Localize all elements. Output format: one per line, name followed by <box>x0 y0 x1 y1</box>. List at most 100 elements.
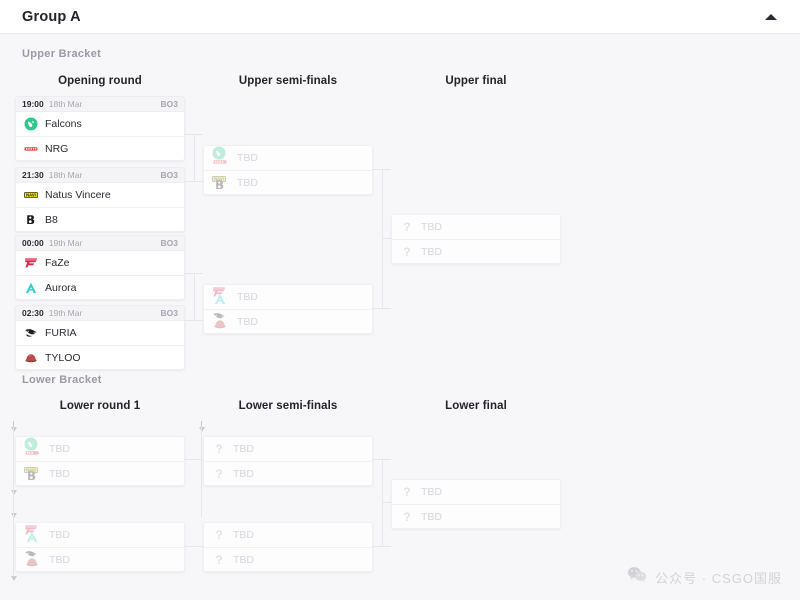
team-name: TBD <box>237 315 258 328</box>
match-time: 00:00 <box>22 238 44 248</box>
match-card[interactable]: 02:30 19th Mar BO3 FURIA TYLOO <box>15 305 185 370</box>
team-row[interactable]: B8 <box>16 207 184 231</box>
team-row[interactable]: ? TBD <box>204 547 372 571</box>
question-icon: ? <box>215 442 223 456</box>
falcons-nrg-stack-icon <box>24 437 42 458</box>
question-icon: ? <box>403 485 411 499</box>
team-row[interactable]: Aurora <box>16 275 184 299</box>
match-date: 18th Mar <box>48 170 83 180</box>
team-name: TBD <box>421 245 442 258</box>
connector <box>185 459 203 460</box>
connector <box>382 459 383 547</box>
team-name: FURIA <box>45 327 77 339</box>
team-name: TBD <box>237 291 258 303</box>
team-row[interactable]: ? TBD <box>204 461 372 485</box>
round-title-lower-final: Lower final <box>445 400 507 412</box>
team-row[interactable]: TBD <box>204 146 372 170</box>
b8-logo <box>24 213 38 227</box>
collapse-group-button[interactable] <box>760 7 782 27</box>
team-row[interactable]: ? TBD <box>392 480 560 504</box>
connector <box>382 502 391 503</box>
falcons-logo <box>24 117 38 131</box>
svg-text:NAVI: NAVI <box>26 467 36 472</box>
team-row[interactable]: ? TBD <box>392 215 560 239</box>
match-card[interactable]: TBD TBD <box>203 284 373 334</box>
connector <box>194 134 195 182</box>
match-card[interactable]: ? TBD ? TBD <box>391 479 561 529</box>
match-card[interactable]: 19:00 18th Mar BO3 Falcons NRG <box>15 96 185 161</box>
team-row[interactable]: FaZe <box>16 251 184 275</box>
furia-logo <box>24 326 38 340</box>
nrg-logo <box>24 142 38 156</box>
team-name: Falcons <box>45 118 82 130</box>
team-name: TBD <box>421 486 442 498</box>
group-header: Group A <box>0 0 800 34</box>
connector <box>194 273 195 321</box>
faze-aurora-stack-icon <box>212 287 230 306</box>
team-name: TBD <box>49 553 70 566</box>
question-icon: ? <box>403 220 411 234</box>
match-date: 18th Mar <box>48 99 83 109</box>
connector <box>201 427 202 517</box>
match-card[interactable]: 00:00 19th Mar BO3 FaZe Aurora <box>15 235 185 300</box>
question-icon: ? <box>215 528 223 542</box>
team-name: TBD <box>233 553 254 566</box>
match-meta: 19:00 18th Mar BO3 <box>16 97 184 112</box>
match-time: 02:30 <box>22 308 44 318</box>
team-row[interactable]: TBD <box>204 309 372 333</box>
round-title-upper-semi-finals: Upper semi-finals <box>238 75 338 87</box>
team-row[interactable]: NRG <box>16 136 184 160</box>
team-name: Natus Vincere <box>45 189 111 201</box>
navi-b8-stack-icon: NAVI <box>24 465 42 483</box>
team-row[interactable]: TBD <box>204 285 372 309</box>
loser-feed-arrow-icon <box>9 507 19 519</box>
watermark: 公众号 · CSGO国服 <box>627 566 782 588</box>
svg-text:NAVI: NAVI <box>214 176 224 181</box>
team-row[interactable]: TYLOO <box>16 345 184 369</box>
team-row[interactable]: FURIA <box>16 321 184 345</box>
match-time: 21:30 <box>22 170 44 180</box>
question-icon: ? <box>215 552 223 567</box>
team-name: TYLOO <box>45 351 81 364</box>
faze-aurora-stack-icon <box>24 525 42 544</box>
team-row[interactable]: TBD <box>16 437 184 461</box>
team-name: TBD <box>49 443 70 455</box>
svg-text:NAVI: NAVI <box>26 193 36 198</box>
team-name: TBD <box>237 152 258 164</box>
team-row[interactable]: TBD <box>16 523 184 547</box>
team-row[interactable]: ? TBD <box>204 523 372 547</box>
tyloo-logo <box>24 351 38 365</box>
falcons-nrg-stack-icon <box>212 146 230 167</box>
question-icon: ? <box>403 244 411 259</box>
match-card[interactable]: TBD NAVI TBD <box>15 436 185 486</box>
team-row[interactable]: NAVI TBD <box>16 461 184 485</box>
match-card[interactable]: ? TBD ? TBD <box>391 214 561 264</box>
furia-tyloo-stack-icon <box>24 550 42 569</box>
team-row[interactable]: NAVI TBD <box>204 170 372 194</box>
lower-bracket-label: Lower Bracket <box>22 374 102 386</box>
team-row[interactable]: ? TBD <box>392 239 560 263</box>
loser-feed-arrow-icon <box>9 421 19 433</box>
team-row[interactable]: ? TBD <box>204 437 372 461</box>
match-meta: 02:30 19th Mar BO3 <box>16 306 184 321</box>
team-row[interactable]: TBD <box>16 547 184 571</box>
team-row[interactable]: ? TBD <box>392 504 560 528</box>
team-row[interactable]: Falcons <box>16 112 184 136</box>
match-card[interactable]: ? TBD ? TBD <box>203 522 373 572</box>
connector <box>13 427 14 577</box>
team-row[interactable]: NAVI Natus Vincere <box>16 183 184 207</box>
match-format: BO3 <box>160 238 178 248</box>
round-title-lower-round-1: Lower round 1 <box>59 400 141 412</box>
match-card[interactable]: TBD NAVI TBD <box>203 145 373 195</box>
match-card[interactable]: ? TBD ? TBD <box>203 436 373 486</box>
match-date: 19th Mar <box>48 238 83 248</box>
round-title-opening-round: Opening round <box>58 75 142 87</box>
team-name: TBD <box>233 467 254 480</box>
match-card[interactable]: TBD TBD <box>15 522 185 572</box>
team-name: TBD <box>237 176 258 189</box>
loser-feed-arrow-icon <box>197 421 207 433</box>
furia-tyloo-stack-icon <box>212 312 230 331</box>
faze-logo <box>24 256 38 270</box>
match-card[interactable]: 21:30 18th Mar BO3 NAVI Natus Vincere B8 <box>15 167 185 232</box>
